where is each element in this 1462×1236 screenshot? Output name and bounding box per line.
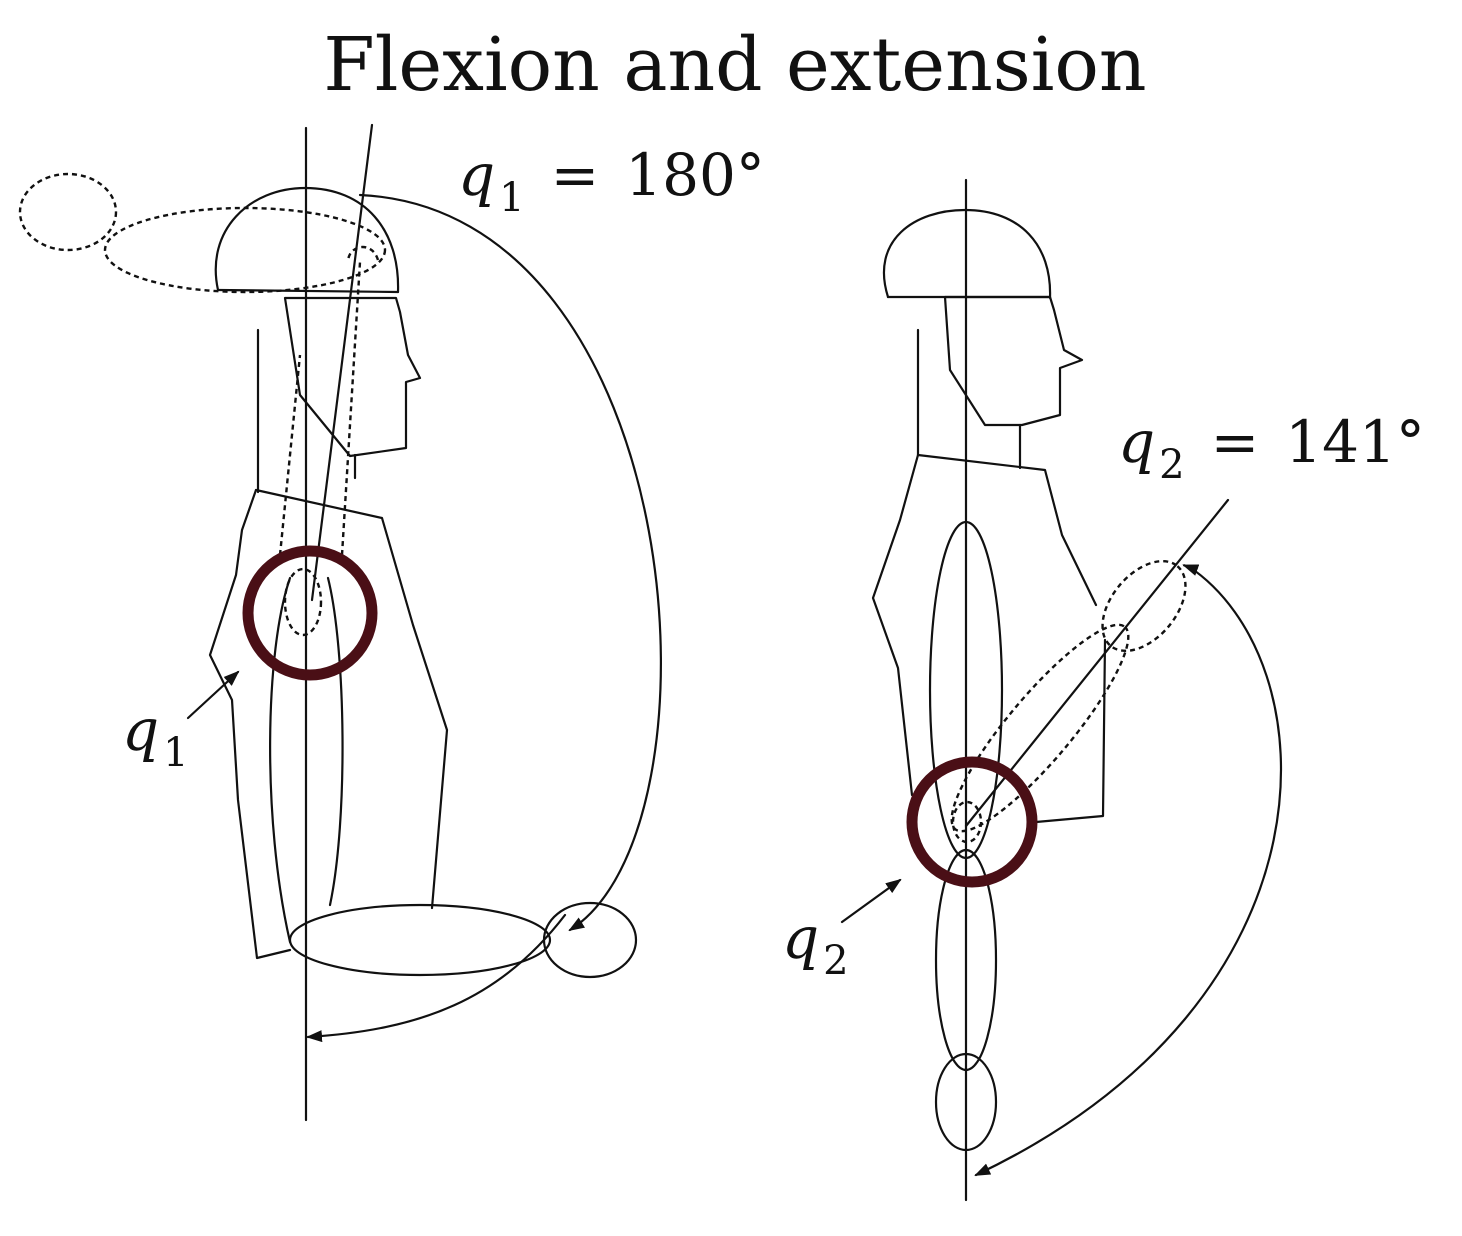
right-lower-arm xyxy=(934,848,998,1072)
right-upper-arm xyxy=(928,520,1004,860)
left-face-profile xyxy=(283,296,422,458)
right-figure-elbow-flexion: q 2 = 141° q 2 xyxy=(782,178,1425,1202)
left-raised-forearm-dashed xyxy=(103,206,387,294)
right-torso-front xyxy=(916,453,1098,607)
left-pointer-arrow xyxy=(186,670,240,720)
right-face-profile xyxy=(943,295,1084,427)
left-joint-label: q 1 xyxy=(122,696,189,776)
right-hand xyxy=(934,1052,998,1152)
left-shoulder-joint-dashed xyxy=(283,567,323,637)
right-torso-back xyxy=(871,453,920,797)
right-raised-hand-dashed xyxy=(1101,559,1187,653)
right-torso-front-lower xyxy=(1034,638,1107,824)
right-rotation-arc-start-arrow xyxy=(1182,564,1200,576)
left-arm-front-edge xyxy=(326,576,344,907)
diagram-title: Flexion and extension xyxy=(323,22,1146,108)
left-torso-front xyxy=(254,488,449,910)
left-torso-back xyxy=(208,488,292,960)
left-figure-shoulder-flexion: q 1 = 180° q 1 xyxy=(18,123,765,1122)
right-elbow-joint-dashed xyxy=(951,800,983,844)
left-arm-back-edge xyxy=(269,576,292,944)
right-head-outline xyxy=(882,208,1052,300)
left-shoulder-joint-ring xyxy=(242,545,378,681)
left-rotation-arc-lower xyxy=(306,913,567,1043)
right-pointer-arrow xyxy=(840,878,902,924)
right-raised-forearm-dashed xyxy=(950,623,1130,833)
right-rotation-arc xyxy=(974,564,1283,1177)
right-elbow-joint-ring xyxy=(906,756,1038,888)
left-forearm xyxy=(288,903,552,977)
left-angle-equation: q 1 = 180° xyxy=(458,141,765,221)
left-head-base-line xyxy=(216,288,400,294)
left-raised-arm-dashed xyxy=(278,245,380,556)
left-raised-hand-dashed xyxy=(18,172,118,252)
right-angle-equation: q 2 = 141° xyxy=(1118,408,1425,488)
left-rotation-arc-upper xyxy=(358,193,662,932)
left-head-outline xyxy=(214,186,400,294)
right-joint-label: q 2 xyxy=(782,904,849,984)
